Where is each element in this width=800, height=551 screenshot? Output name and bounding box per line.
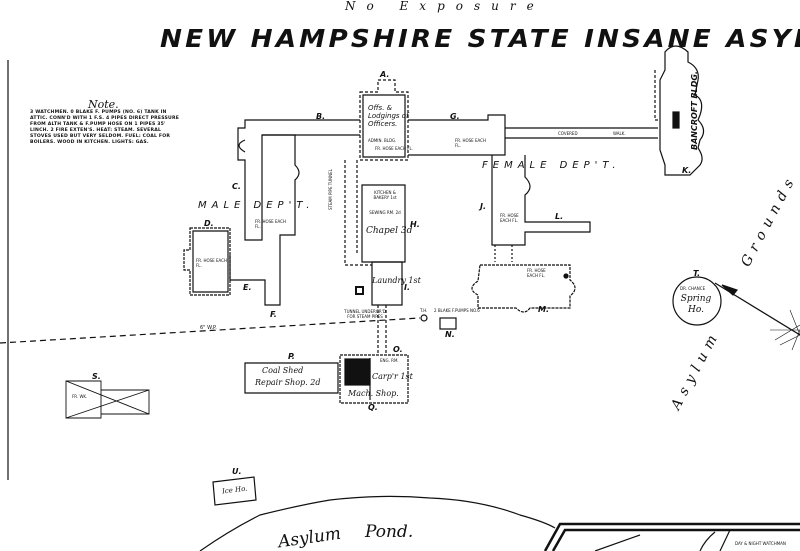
building-u: [212, 476, 257, 506]
chapel-label: Chapel 3d: [366, 226, 413, 236]
building-m: [471, 264, 576, 313]
building-a-hose: FR. HOSE EACH FL.: [375, 146, 414, 151]
building-m-hose: FR. HOSE EACH FL.: [527, 268, 546, 278]
engine-room-label: ENG. RM.: [380, 358, 399, 363]
tunnel-vertical-label: STEAM PIPE TUNNEL: [328, 169, 333, 210]
tunnel-lines-south: [377, 305, 387, 355]
label-c: C.: [232, 182, 241, 191]
label-k: K.: [682, 166, 692, 175]
wing-g: [408, 114, 506, 156]
building-a-name: Offs. & Lodgings of Officers.: [368, 104, 409, 128]
covered-walk-left: COVERED: [558, 131, 578, 136]
tunnel-label: TUNNEL UNDERGR'D FOR STEAM PIPES: [344, 309, 386, 319]
female-dept-label: FEMALE DEP'T.: [482, 160, 621, 171]
building-i: [371, 261, 403, 306]
label-s: S.: [92, 372, 101, 381]
bancroft-annex: [654, 70, 660, 121]
building-d-hose: FR. HOSE EACH FL.: [196, 258, 227, 268]
spring-house-note: DR. CHANCE: [680, 286, 706, 291]
label-n: N.: [445, 330, 455, 339]
building-n-note: 2 BLAKE F.PUMPS NO.6: [434, 308, 480, 313]
label-o: O.: [393, 345, 403, 354]
carpenter-label: Carp'r 1st: [372, 372, 413, 381]
male-wing-hose: FR. HOSE EACH FL.: [255, 219, 286, 229]
water-pipe-label: 6" W.P.: [200, 325, 217, 331]
male-dept-label: MALE DEP'T.: [198, 200, 315, 211]
label-i: I.: [404, 283, 411, 292]
building-a-line: Officers.: [368, 120, 398, 128]
label-p: P.: [288, 352, 295, 361]
note-heading: Note.: [88, 98, 119, 111]
building-a: [359, 79, 409, 161]
exposure-note: No Exposure: [345, 0, 545, 13]
label-m: M.: [538, 305, 549, 314]
building-a-note: ADMIN. BLDG.: [368, 138, 397, 143]
label-a: A.: [380, 70, 390, 79]
building-h: [361, 184, 406, 263]
road-edge: [543, 522, 800, 551]
label-g: G.: [450, 112, 460, 121]
corner-note: DAY & NIGHT WATCHMAN: [735, 541, 786, 546]
bay: [238, 139, 246, 153]
pond-shore: [199, 495, 556, 551]
label-h: H.: [410, 220, 420, 229]
road-lines: [594, 529, 731, 551]
covered-walk: [505, 127, 658, 139]
building-m-dot: [563, 273, 569, 279]
machine-shop-label: Mach. Shop.: [348, 389, 399, 398]
laundry-label: Laundry 1st: [372, 276, 421, 285]
kitchen-label: KITCHEN & BAKERY 1st: [373, 190, 397, 200]
label-u: U.: [232, 467, 242, 476]
label-e: E.: [243, 283, 252, 292]
building-s-note: FR. WK.: [72, 394, 88, 399]
building-a-inner: [362, 94, 406, 158]
building-a-line: Lodgings of: [368, 112, 409, 120]
bancroft-label: BANCROFT BLDG.: [690, 71, 699, 150]
hydrant: [420, 314, 428, 322]
building-j-hose: FR. HOSE EACH FL.: [500, 213, 519, 223]
label-f: F.: [270, 310, 277, 319]
building-s: [65, 380, 150, 419]
spring-house: [672, 276, 722, 326]
connector-m: [494, 245, 513, 262]
chimney: [355, 286, 364, 295]
bancroft-stair: [672, 111, 680, 129]
label-d: D.: [204, 219, 214, 228]
male-wing: [229, 134, 300, 306]
spring-house-label: Spring Ho.: [680, 294, 712, 315]
building-n: [439, 317, 457, 330]
label-j: J.: [480, 202, 487, 211]
tunnel-lines: [344, 160, 372, 266]
building-oq: [339, 354, 409, 404]
label-q: Q.: [368, 403, 378, 412]
sewing-label: SEWING RM. 2d: [369, 210, 401, 215]
building-d-inner: [192, 230, 229, 293]
building-d: [183, 227, 231, 296]
covered-walk-right: WALK.: [613, 131, 626, 136]
wing-b-c: [237, 119, 360, 241]
boilers: [344, 358, 371, 386]
note-text: 3 WATCHMEN. 0 BLAKE F. PUMPS (NO. 6) TAN…: [30, 110, 180, 145]
label-l: L.: [555, 212, 564, 221]
water-pipe: [0, 317, 421, 344]
label-b: B.: [316, 112, 326, 121]
building-p: [244, 362, 339, 394]
building-g-hose: FR. HOSE EACH FL.: [455, 138, 486, 148]
label-t: T.: [693, 269, 701, 278]
coal-shed-label: Coal Shed: [262, 366, 304, 375]
compass-rose: [770, 309, 800, 351]
building-a-line: Offs. &: [368, 104, 393, 112]
repair-shop-label: Repair Shop. 2d: [255, 378, 321, 387]
wing-j-l: [491, 155, 591, 246]
hydrant-label: T.H.: [420, 308, 428, 313]
compass-arrowhead: [721, 284, 739, 296]
map-title: NEW HAMPSHIRE STATE INSANE ASYLUM.: [160, 24, 800, 53]
bancroft-building: [659, 45, 705, 176]
pond-label-2: Pond.: [365, 522, 414, 542]
